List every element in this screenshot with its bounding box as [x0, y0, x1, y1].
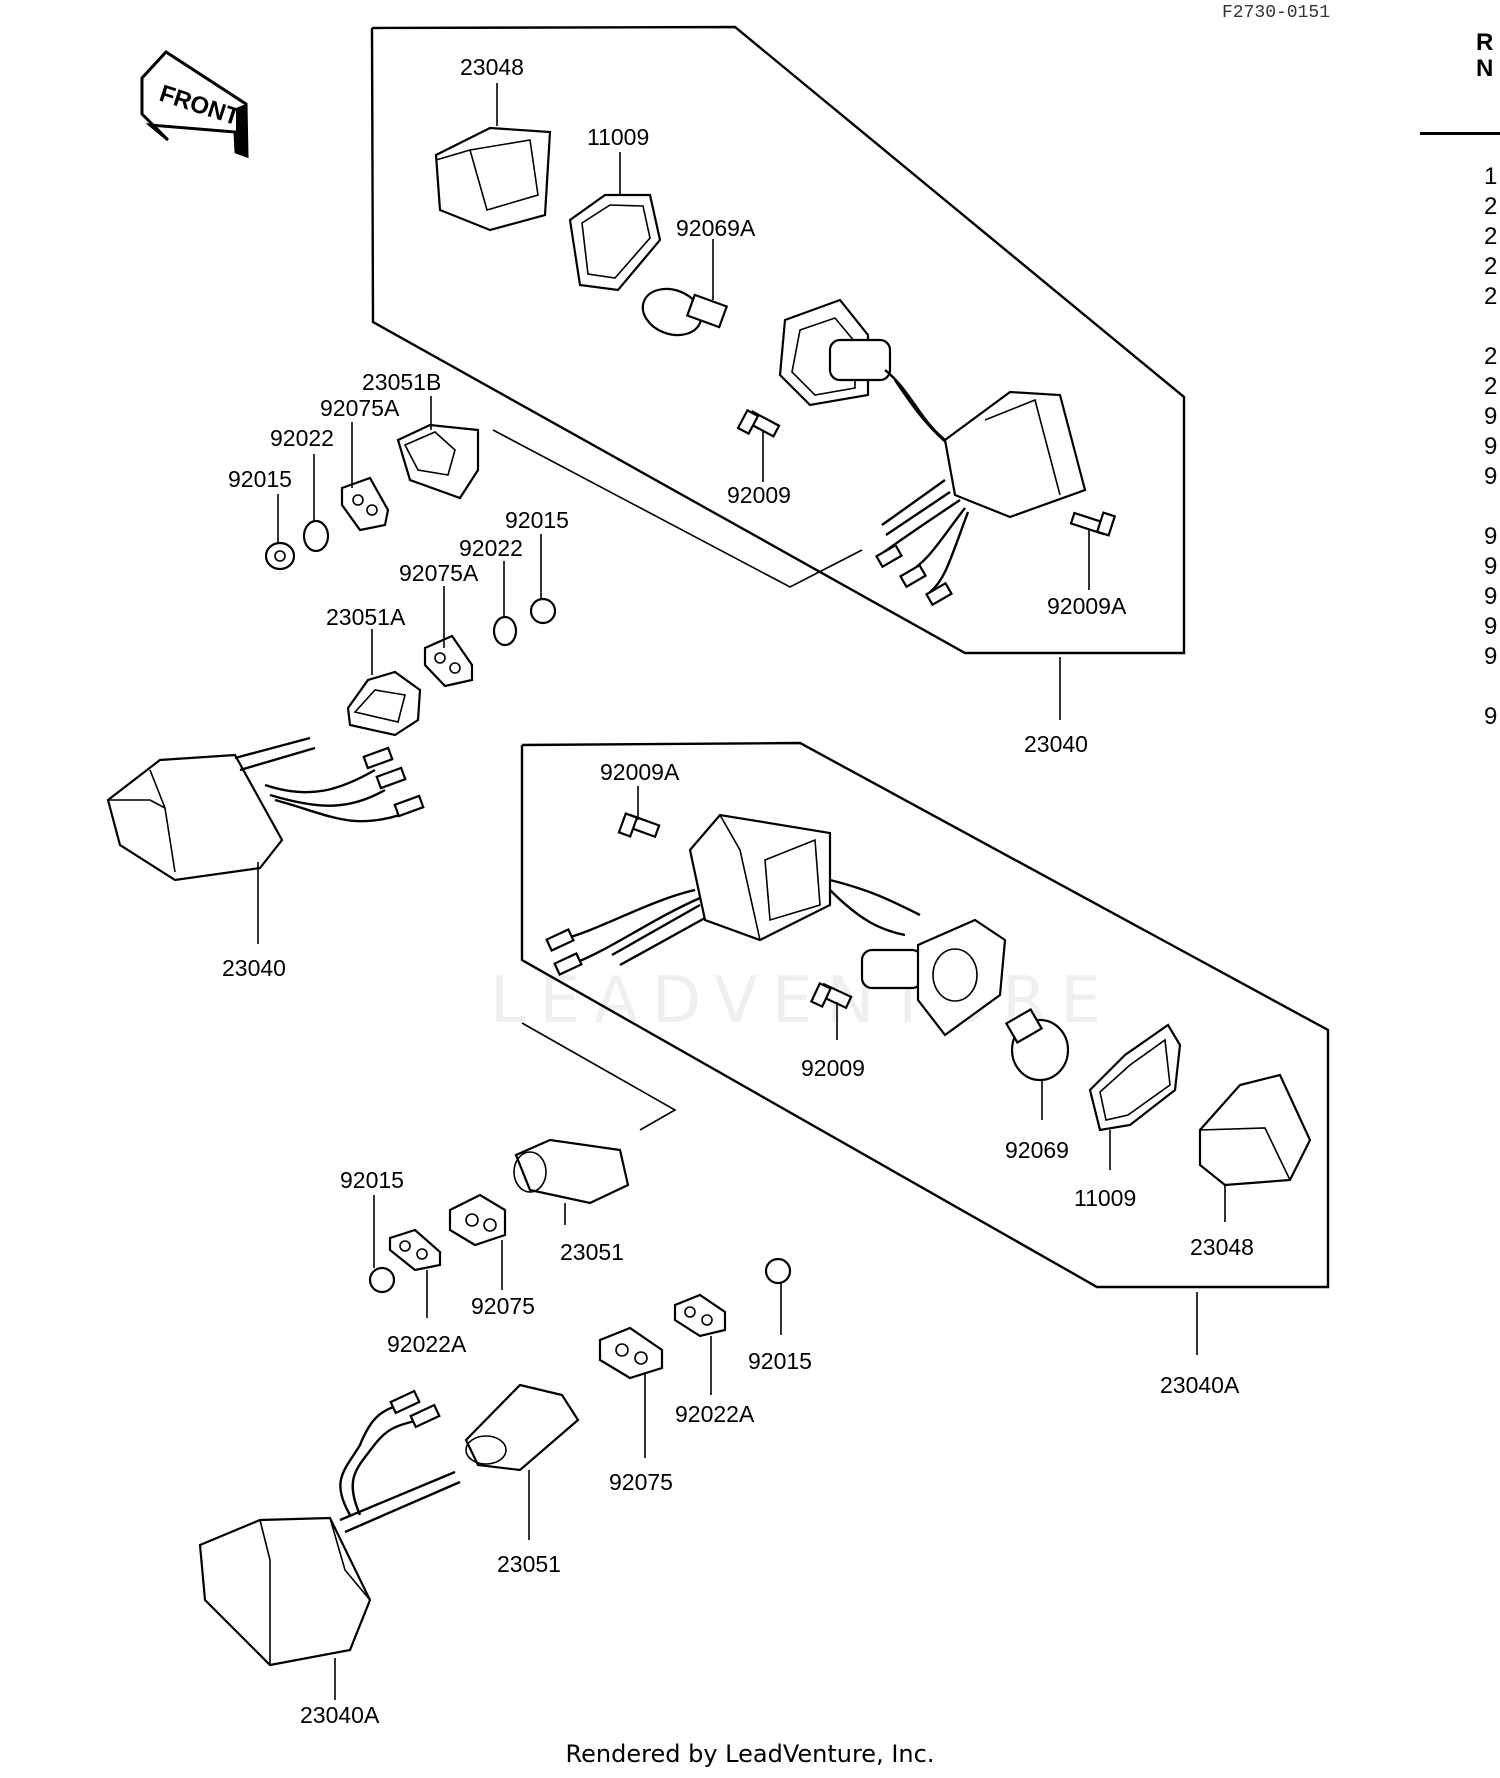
rear-holder — [513, 1138, 630, 1205]
upper-screw-a — [1069, 511, 1117, 537]
upper-screw — [736, 408, 781, 438]
label-left-holder-a: 23051A — [326, 604, 406, 630]
label-left-assy: 23040 — [222, 955, 286, 981]
label-lower-assy: 23040A — [1160, 1372, 1240, 1398]
label-left-damper-a: 92075A — [320, 395, 400, 421]
drawing-code: F2730-0151 — [1222, 3, 1330, 23]
lower-lamp-body — [545, 813, 832, 976]
lower-bulb — [1004, 1007, 1070, 1082]
label-lower-bulb: 92069 — [1005, 1137, 1069, 1163]
reference-row: 2 — [1484, 373, 1498, 400]
lower-screw-a — [617, 812, 661, 839]
reference-row — [1484, 492, 1497, 522]
reference-row: 2 — [1484, 223, 1498, 250]
reference-column: R N 1 2 2 2 2 2 2 9 9 9 9 9 9 9 9 9 — [1420, 30, 1500, 730]
label-lower-gasket: 11009 — [1074, 1185, 1136, 1211]
label-upper-bulb: 92069A — [676, 215, 756, 241]
left-nut — [264, 541, 296, 571]
upper-housing — [778, 298, 956, 451]
label-rear-nut-2: 92015 — [748, 1348, 812, 1374]
reference-row: 2 — [1484, 253, 1498, 280]
left-washer — [302, 519, 330, 553]
left-lamp — [106, 736, 425, 882]
upper-lamp-body — [874, 390, 1087, 607]
front-arrow-icon: FRONT — [140, 50, 249, 159]
reference-row: 9 — [1484, 403, 1498, 430]
label-upper-assy: 23040 — [1024, 731, 1088, 757]
label-left-damper-a-2: 92075A — [399, 560, 479, 586]
part-labels: 23048 11009 92069A 92009 92009A 23040 23… — [222, 54, 1254, 1728]
reference-row: 2 — [1484, 283, 1498, 310]
rear-damper-2 — [598, 1326, 664, 1380]
reference-row: 9 — [1484, 613, 1498, 640]
lower-lens — [1198, 1073, 1312, 1187]
reference-row: 1 — [1484, 163, 1498, 190]
upper-lens — [434, 126, 552, 232]
label-upper-lens: 23048 — [460, 54, 524, 80]
reference-row — [1484, 672, 1497, 702]
rear-washer-a — [388, 1228, 442, 1272]
left-nut-2 — [529, 597, 557, 625]
reference-divider — [1420, 132, 1500, 135]
label-rear-assy: 23040A — [300, 1702, 380, 1728]
reference-header-line2: N — [1476, 55, 1494, 82]
label-rear-nut: 92015 — [340, 1167, 404, 1193]
lower-housing — [829, 878, 1007, 1037]
leader-lines — [257, 83, 1226, 1700]
left-damper-a-2 — [423, 634, 474, 688]
label-rear-washer-a: 92022A — [387, 1331, 467, 1357]
label-left-washer: 92022 — [270, 425, 334, 451]
label-left-washer-2: 92022 — [459, 535, 523, 561]
left-damper-a — [340, 476, 390, 532]
reference-row: 2 — [1484, 193, 1498, 220]
rear-nut — [368, 1266, 396, 1294]
upper-bulb — [641, 287, 729, 337]
reference-header-line1: R — [1476, 29, 1494, 56]
reference-header: R N — [1476, 30, 1500, 82]
upper-assembly-frame — [370, 25, 1186, 655]
left-holder-b — [396, 423, 480, 500]
reference-row: 9 — [1484, 583, 1498, 610]
reference-row: 2 — [1484, 343, 1498, 370]
label-rear-damper-2: 92075 — [609, 1469, 673, 1495]
reference-row: 9 — [1484, 703, 1498, 730]
label-lower-lens: 23048 — [1190, 1234, 1254, 1260]
label-rear-damper: 92075 — [471, 1293, 535, 1319]
label-left-nut: 92015 — [228, 466, 292, 492]
upper-gasket — [568, 193, 662, 292]
label-lower-screw-a: 92009A — [600, 759, 680, 785]
reference-row: 9 — [1484, 433, 1498, 460]
label-upper-gasket: 11009 — [587, 124, 649, 150]
reference-list: 1 2 2 2 2 2 2 9 9 9 9 9 9 9 9 9 — [1484, 162, 1497, 732]
reference-row: 9 — [1484, 523, 1498, 550]
label-upper-screw: 92009 — [727, 482, 791, 508]
label-lower-screw: 92009 — [801, 1055, 865, 1081]
footer-credit: Rendered by LeadVenture, Inc. — [565, 1740, 935, 1768]
label-left-holder-b: 23051B — [362, 369, 441, 395]
rear-holder-2 — [464, 1383, 580, 1472]
label-rear-washer-a-2: 92022A — [675, 1401, 755, 1427]
label-left-nut-2: 92015 — [505, 507, 569, 533]
label-rear-holder: 23051 — [560, 1239, 624, 1265]
left-holder-a — [346, 670, 422, 737]
label-rear-holder-2: 23051 — [497, 1551, 561, 1577]
rear-nut-2 — [764, 1257, 792, 1285]
lower-gasket — [1088, 1023, 1182, 1132]
label-upper-screw-a: 92009A — [1047, 593, 1127, 619]
reference-row: 9 — [1484, 463, 1498, 490]
rear-washer-a-2 — [673, 1293, 727, 1338]
rear-damper — [448, 1193, 507, 1247]
reference-row — [1484, 312, 1497, 342]
lower-assembly-frame — [520, 741, 1330, 1289]
reference-row: 9 — [1484, 643, 1498, 670]
rear-lamp — [198, 1389, 461, 1667]
lower-screw — [809, 981, 853, 1010]
left-washer-2 — [492, 615, 518, 647]
reference-row: 9 — [1484, 553, 1498, 580]
